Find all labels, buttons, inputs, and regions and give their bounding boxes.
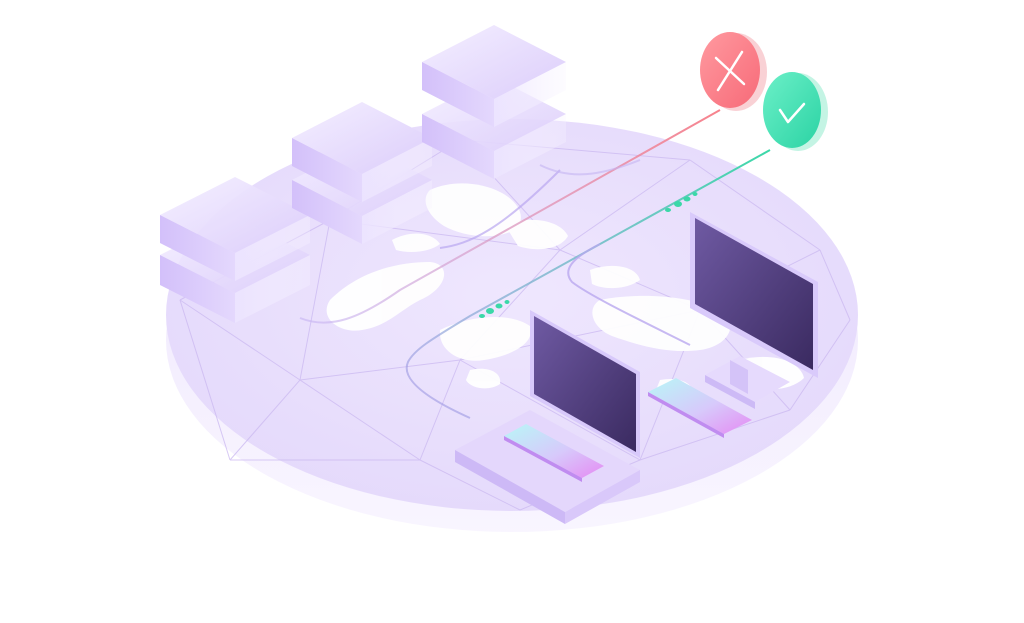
server-stack-middle bbox=[292, 102, 432, 244]
laptop-keyboard bbox=[504, 424, 604, 478]
link-line-server bbox=[439, 169, 561, 249]
desktop-screen bbox=[695, 218, 813, 370]
connection-lines bbox=[299, 109, 771, 419]
server-stack-left bbox=[160, 177, 310, 323]
laptop bbox=[455, 310, 640, 524]
link-line-desktop bbox=[567, 243, 691, 346]
check-icon bbox=[778, 102, 806, 124]
desktop-keyboard bbox=[648, 378, 752, 434]
successful-connection-line bbox=[405, 149, 771, 419]
link-line-server-top bbox=[539, 159, 641, 176]
error-badge bbox=[700, 32, 767, 111]
laptop-screen bbox=[534, 316, 636, 452]
success-badge bbox=[763, 72, 828, 151]
desktop-computer bbox=[648, 212, 818, 438]
data-pulses bbox=[479, 192, 698, 318]
close-icon bbox=[714, 50, 746, 92]
server-stack-right bbox=[422, 25, 566, 179]
failed-connection-line bbox=[299, 109, 721, 324]
